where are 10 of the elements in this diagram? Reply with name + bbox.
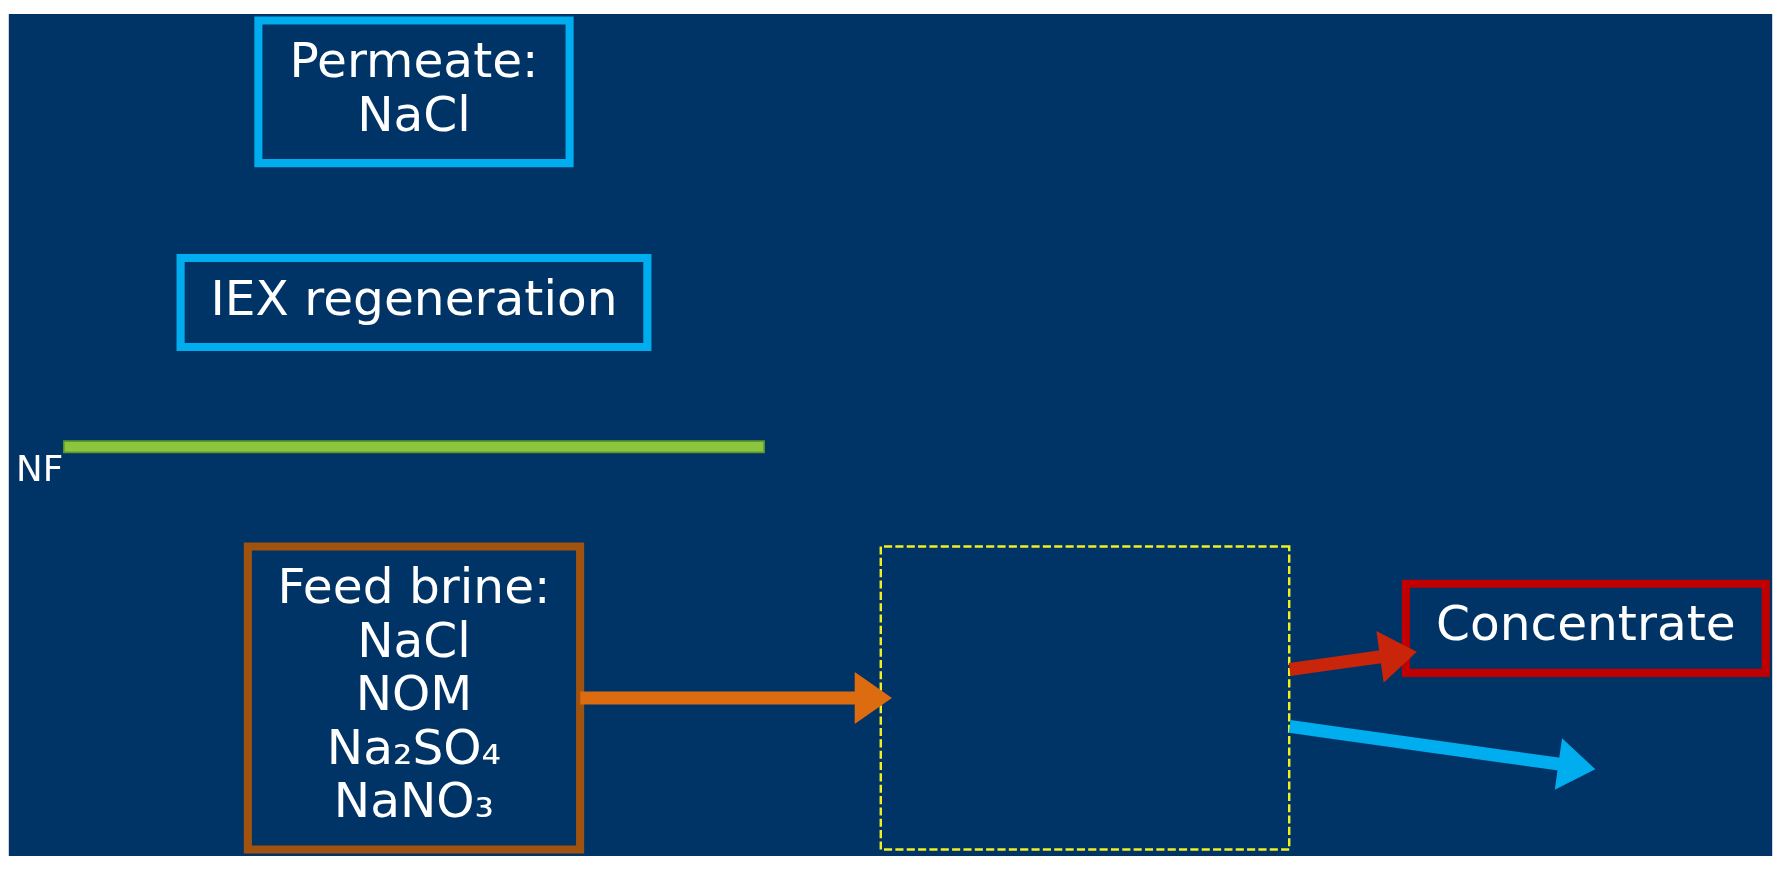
arrow: [1288, 631, 1417, 683]
arrow: [580, 671, 892, 725]
node-bar: [63, 440, 765, 454]
node-label: NF: [16, 447, 64, 489]
node-box: [879, 545, 1291, 851]
node-box: Feed brine: NaCl NOM Na₂SO₄ NaNO₃: [243, 542, 585, 854]
node-box: Permeate: NaCl: [254, 16, 574, 168]
arrow: [1288, 720, 1596, 790]
node-box: Concentrate: [1401, 579, 1770, 677]
node-box: IEX regeneration: [176, 253, 652, 352]
